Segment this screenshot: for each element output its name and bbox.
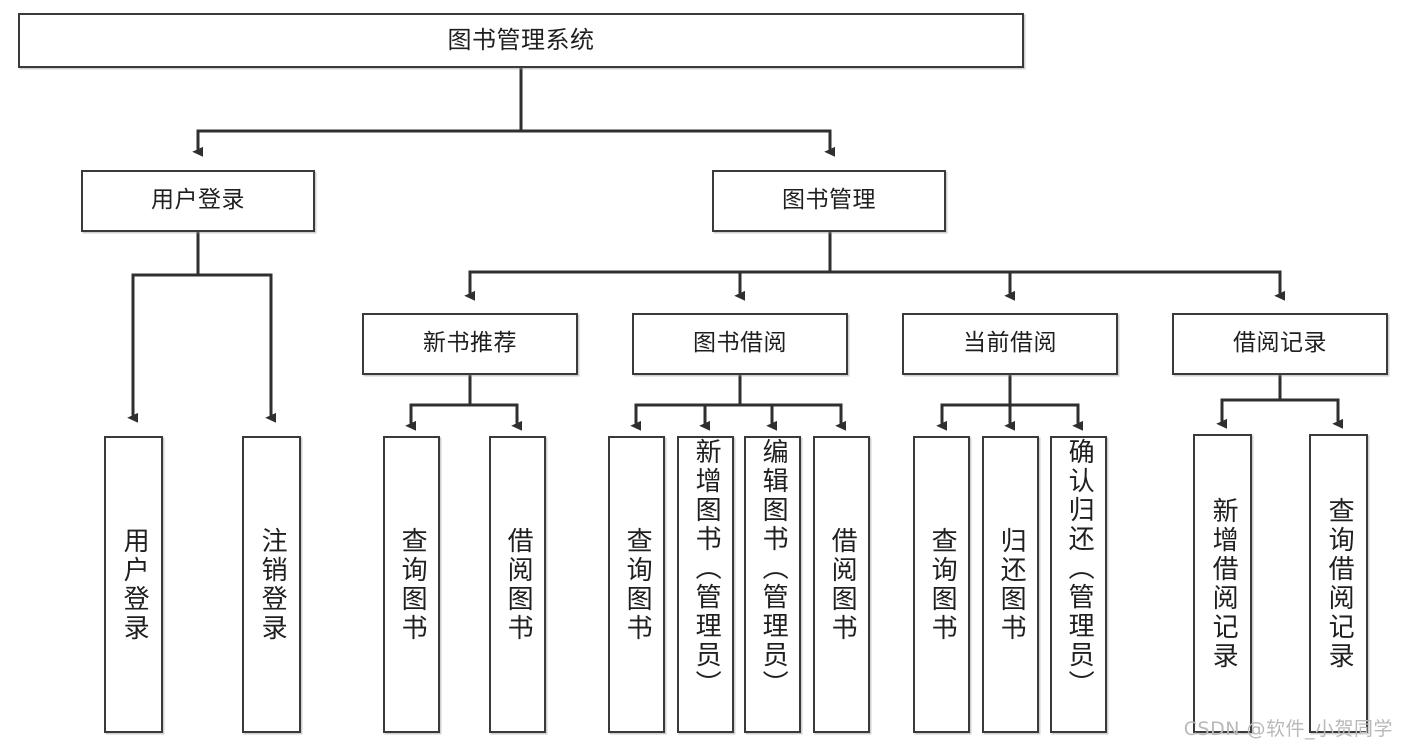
leaf-query-record[interactable]: 查询借阅记录 (1309, 434, 1368, 733)
node-user-login-label: 用户登录 (151, 187, 245, 214)
leaf-borrow-book-1-label: 借阅图书 (503, 526, 534, 643)
leaf-add-record-label: 新增借阅记录 (1208, 496, 1239, 671)
leaf-logout[interactable]: 注销登录 (242, 436, 301, 733)
leaf-add-book-label: 新增图书（管理员） (691, 438, 722, 699)
node-borrow-record-label: 借阅记录 (1233, 330, 1327, 357)
leaf-query-book-2[interactable]: 查询图书 (608, 436, 665, 733)
node-current-borrow[interactable]: 当前借阅 (902, 313, 1118, 375)
node-new-book-recommend-label: 新书推荐 (423, 330, 517, 357)
leaf-query-book-1-label: 查询图书 (397, 526, 428, 643)
leaf-add-book[interactable]: 新增图书（管理员） (677, 436, 734, 733)
leaf-confirm-return-label: 确认归还（管理员） (1064, 438, 1095, 699)
leaf-query-record-label: 查询借阅记录 (1324, 496, 1355, 671)
leaf-add-record[interactable]: 新增借阅记录 (1193, 434, 1252, 733)
node-user-login[interactable]: 用户登录 (81, 170, 315, 232)
node-book-manage-label: 图书管理 (782, 187, 876, 214)
leaf-user-login[interactable]: 用户登录 (104, 436, 163, 733)
leaf-user-login-label: 用户登录 (119, 526, 150, 643)
leaf-borrow-book-1[interactable]: 借阅图书 (489, 436, 546, 733)
leaf-edit-book[interactable]: 编辑图书（管理员） (744, 436, 801, 733)
leaf-borrow-book-2[interactable]: 借阅图书 (813, 436, 870, 733)
node-book-manage[interactable]: 图书管理 (712, 170, 946, 232)
leaf-query-book-1[interactable]: 查询图书 (383, 436, 440, 733)
leaf-query-book-3-label: 查询图书 (927, 526, 958, 643)
leaf-logout-label: 注销登录 (257, 526, 288, 643)
leaf-confirm-return[interactable]: 确认归还（管理员） (1050, 436, 1107, 733)
leaf-return-book[interactable]: 归还图书 (982, 436, 1039, 733)
node-new-book-recommend[interactable]: 新书推荐 (362, 313, 578, 375)
leaf-borrow-book-2-label: 借阅图书 (827, 526, 858, 643)
node-book-borrow-label: 图书借阅 (693, 330, 787, 357)
leaf-query-book-2-label: 查询图书 (622, 526, 653, 643)
node-borrow-record[interactable]: 借阅记录 (1172, 313, 1388, 375)
node-root[interactable]: 图书管理系统 (18, 13, 1024, 68)
node-root-label: 图书管理系统 (447, 26, 595, 55)
node-current-borrow-label: 当前借阅 (963, 330, 1057, 357)
leaf-edit-book-label: 编辑图书（管理员） (758, 438, 789, 699)
csdn-watermark: CSDN @软件_小贺同学 (1183, 718, 1393, 740)
leaf-return-book-label: 归还图书 (996, 526, 1027, 643)
node-book-borrow[interactable]: 图书借阅 (632, 313, 848, 375)
leaf-query-book-3[interactable]: 查询图书 (913, 436, 970, 733)
